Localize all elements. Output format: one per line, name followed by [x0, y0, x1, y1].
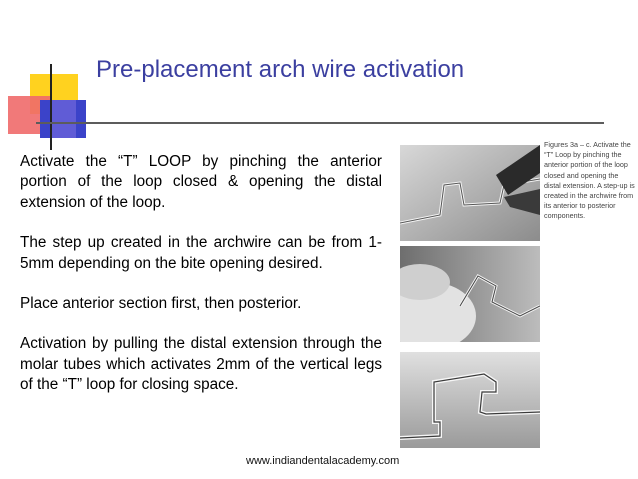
figure-caption: Figures 3a – c. Activate the “T” Loop by…	[544, 140, 635, 221]
title-divider	[36, 122, 604, 124]
decor-violet-square	[52, 100, 76, 138]
decor-vertical-line	[50, 64, 52, 150]
paragraph-activation: Activation by pulling the distal extensi…	[20, 335, 382, 394]
footer-url[interactable]: www.indiandentalacademy.com	[246, 455, 400, 467]
wire-photo-hand	[400, 246, 540, 342]
paragraph-activate: Activate the “T” LOOP by pinching the an…	[20, 153, 382, 211]
slide-body: Activate the “T” LOOP by pinching the an…	[20, 152, 382, 416]
slide-title: Pre-placement arch wire activation	[96, 56, 465, 83]
paragraph-step-up: The step up created in the archwire can …	[20, 234, 382, 272]
paragraph-placement: Place anterior section first, then poste…	[20, 295, 302, 313]
wire-photo-pliers	[400, 145, 540, 241]
wire-photo-t-loop	[400, 352, 540, 448]
